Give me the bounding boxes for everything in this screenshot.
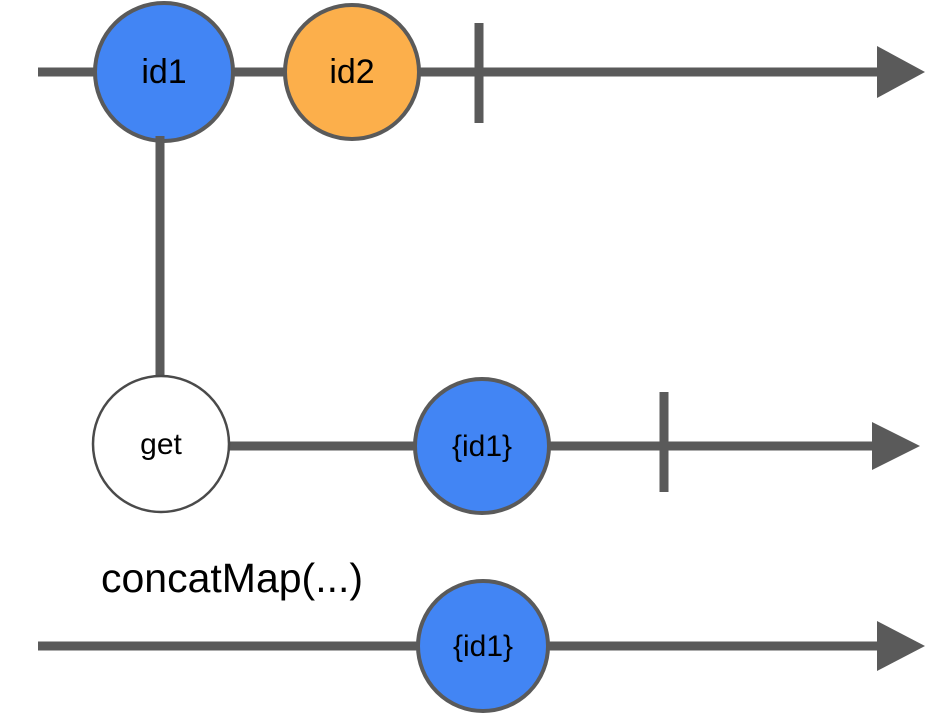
- marble-inner-id1-label: {id1}: [452, 430, 512, 463]
- source-stream-arrow-icon: [877, 46, 925, 98]
- marble-id2[interactable]: id2: [283, 3, 421, 141]
- inner-stream: get {id1}: [91, 374, 920, 515]
- marble-get[interactable]: get: [91, 374, 231, 514]
- marble-inner-id1[interactable]: {id1}: [413, 377, 551, 515]
- output-stream-arrow-icon: [877, 621, 925, 671]
- operator-label-concatmap: concatMap(...): [101, 555, 363, 601]
- source-stream: id1 id2: [38, 1, 925, 143]
- marble-output-id1-circle[interactable]: [416, 579, 550, 713]
- marble-id2-label: id2: [329, 53, 374, 91]
- inner-stream-arrow-icon: [872, 422, 920, 470]
- marble-output-id1[interactable]: {id1}: [416, 579, 550, 713]
- marble-inner-id1-circle[interactable]: [413, 377, 551, 515]
- marble-id2-circle[interactable]: [283, 3, 421, 141]
- marble-id1-label: id1: [141, 53, 186, 91]
- marble-output-id1-label: {id1}: [453, 630, 513, 663]
- marble-get-circle[interactable]: [91, 374, 231, 514]
- marble-id1[interactable]: id1: [93, 1, 235, 143]
- output-stream: {id1}: [38, 579, 925, 713]
- marble-get-label: get: [140, 428, 182, 461]
